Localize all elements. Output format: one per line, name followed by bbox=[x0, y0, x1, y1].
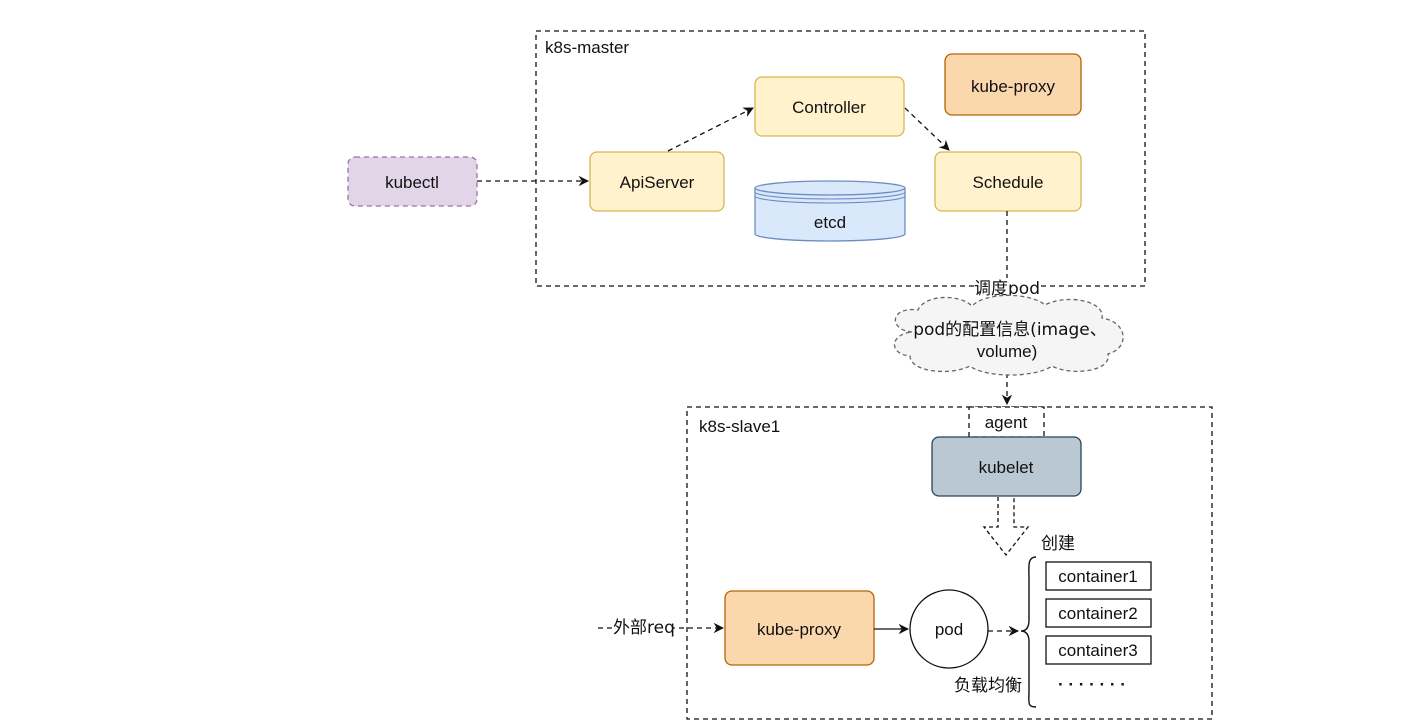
schedule-label: Schedule bbox=[973, 173, 1044, 192]
edge-apiserver-controller bbox=[667, 107, 754, 152]
kubectl-label: kubectl bbox=[385, 173, 439, 192]
container1-node[interactable]: container1 bbox=[1045, 561, 1152, 591]
container2-node[interactable]: container2 bbox=[1045, 598, 1152, 628]
kubelet-label: kubelet bbox=[979, 458, 1034, 477]
pod-node[interactable]: pod bbox=[909, 589, 989, 669]
pod-label: pod bbox=[935, 620, 963, 639]
cloud-line2: volume) bbox=[977, 342, 1037, 361]
edge-controller-schedule bbox=[904, 107, 950, 151]
create-arrow-icon bbox=[982, 497, 1030, 557]
agent-box: agent bbox=[968, 406, 1045, 438]
slave-kube-proxy-label: kube-proxy bbox=[757, 620, 842, 639]
apiserver-label: ApiServer bbox=[620, 173, 695, 192]
kubelet-node[interactable]: kubelet bbox=[931, 436, 1082, 497]
etcd-label: etcd bbox=[814, 213, 846, 232]
pod-config-cloud: pod的配置信息(image、 volume) bbox=[893, 294, 1124, 376]
slave-frame bbox=[686, 406, 1213, 720]
master-title: k8s-master bbox=[545, 38, 629, 57]
schedule-node[interactable]: Schedule bbox=[934, 151, 1082, 212]
container3-label: container3 bbox=[1058, 641, 1137, 660]
schedule-pod-label-bg bbox=[976, 278, 1038, 298]
controller-node[interactable]: Controller bbox=[754, 76, 905, 137]
slave-title: k8s-slave1 bbox=[699, 417, 780, 436]
more-containers-ellipsis: · · · · · · · bbox=[1058, 675, 1126, 694]
container3-node[interactable]: container3 bbox=[1045, 635, 1152, 665]
container-brace bbox=[1020, 556, 1037, 708]
master-group: k8s-master bbox=[535, 30, 1146, 287]
kubectl-node[interactable]: kubectl bbox=[347, 156, 478, 207]
schedule-pod-label: 调度pod bbox=[974, 279, 1040, 299]
slave-kube-proxy-node[interactable]: kube-proxy bbox=[724, 590, 875, 666]
container2-label: container2 bbox=[1058, 604, 1137, 623]
apiserver-node[interactable]: ApiServer bbox=[589, 151, 725, 212]
load-balance-label: 负载均衡 bbox=[954, 676, 1022, 696]
master-kube-proxy-label: kube-proxy bbox=[971, 77, 1056, 96]
etcd-node[interactable]: etcd bbox=[754, 180, 906, 242]
master-kube-proxy-node[interactable]: kube-proxy bbox=[944, 53, 1082, 116]
create-label: 创建 bbox=[1041, 534, 1075, 554]
cloud-line1: pod的配置信息(image、 bbox=[913, 320, 1107, 340]
external-req-label: 外部req bbox=[613, 618, 675, 638]
agent-label: agent bbox=[985, 413, 1028, 432]
container1-label: container1 bbox=[1058, 567, 1137, 586]
controller-label: Controller bbox=[792, 98, 866, 117]
external-req-label-bg bbox=[612, 618, 672, 638]
slave-group: k8s-slave1 bbox=[686, 406, 1213, 720]
